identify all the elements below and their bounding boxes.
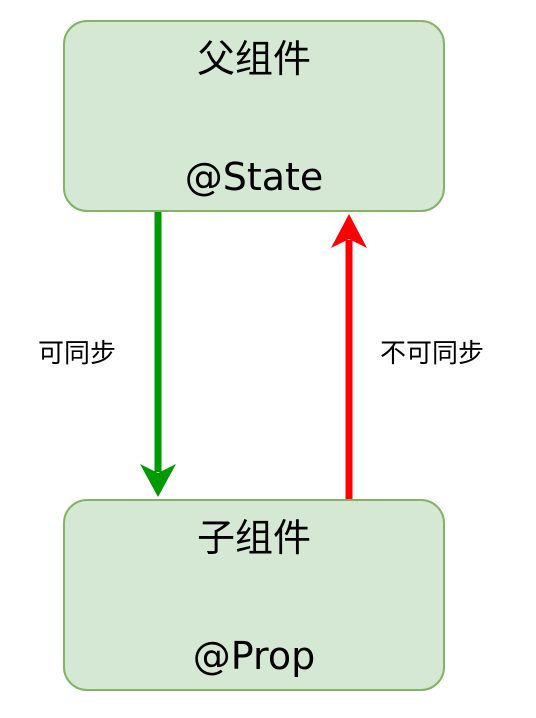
arrow-parent-to-child-head bbox=[140, 464, 176, 497]
arrow-child-to-parent bbox=[331, 214, 367, 499]
arrow-child-to-parent-head bbox=[331, 214, 367, 248]
arrow-parent-to-child bbox=[140, 212, 176, 497]
child-component-title: 子组件 bbox=[196, 516, 311, 560]
parent-component-node: 父组件 @State bbox=[63, 20, 445, 212]
no-sync-label: 不可同步 bbox=[380, 339, 485, 369]
parent-state-decorator: @State bbox=[184, 155, 324, 199]
sync-label: 可同步 bbox=[38, 339, 117, 369]
parent-component-title: 父组件 bbox=[196, 37, 311, 81]
child-component-node: 子组件 @Prop bbox=[63, 499, 445, 691]
child-prop-decorator: @Prop bbox=[192, 634, 316, 678]
